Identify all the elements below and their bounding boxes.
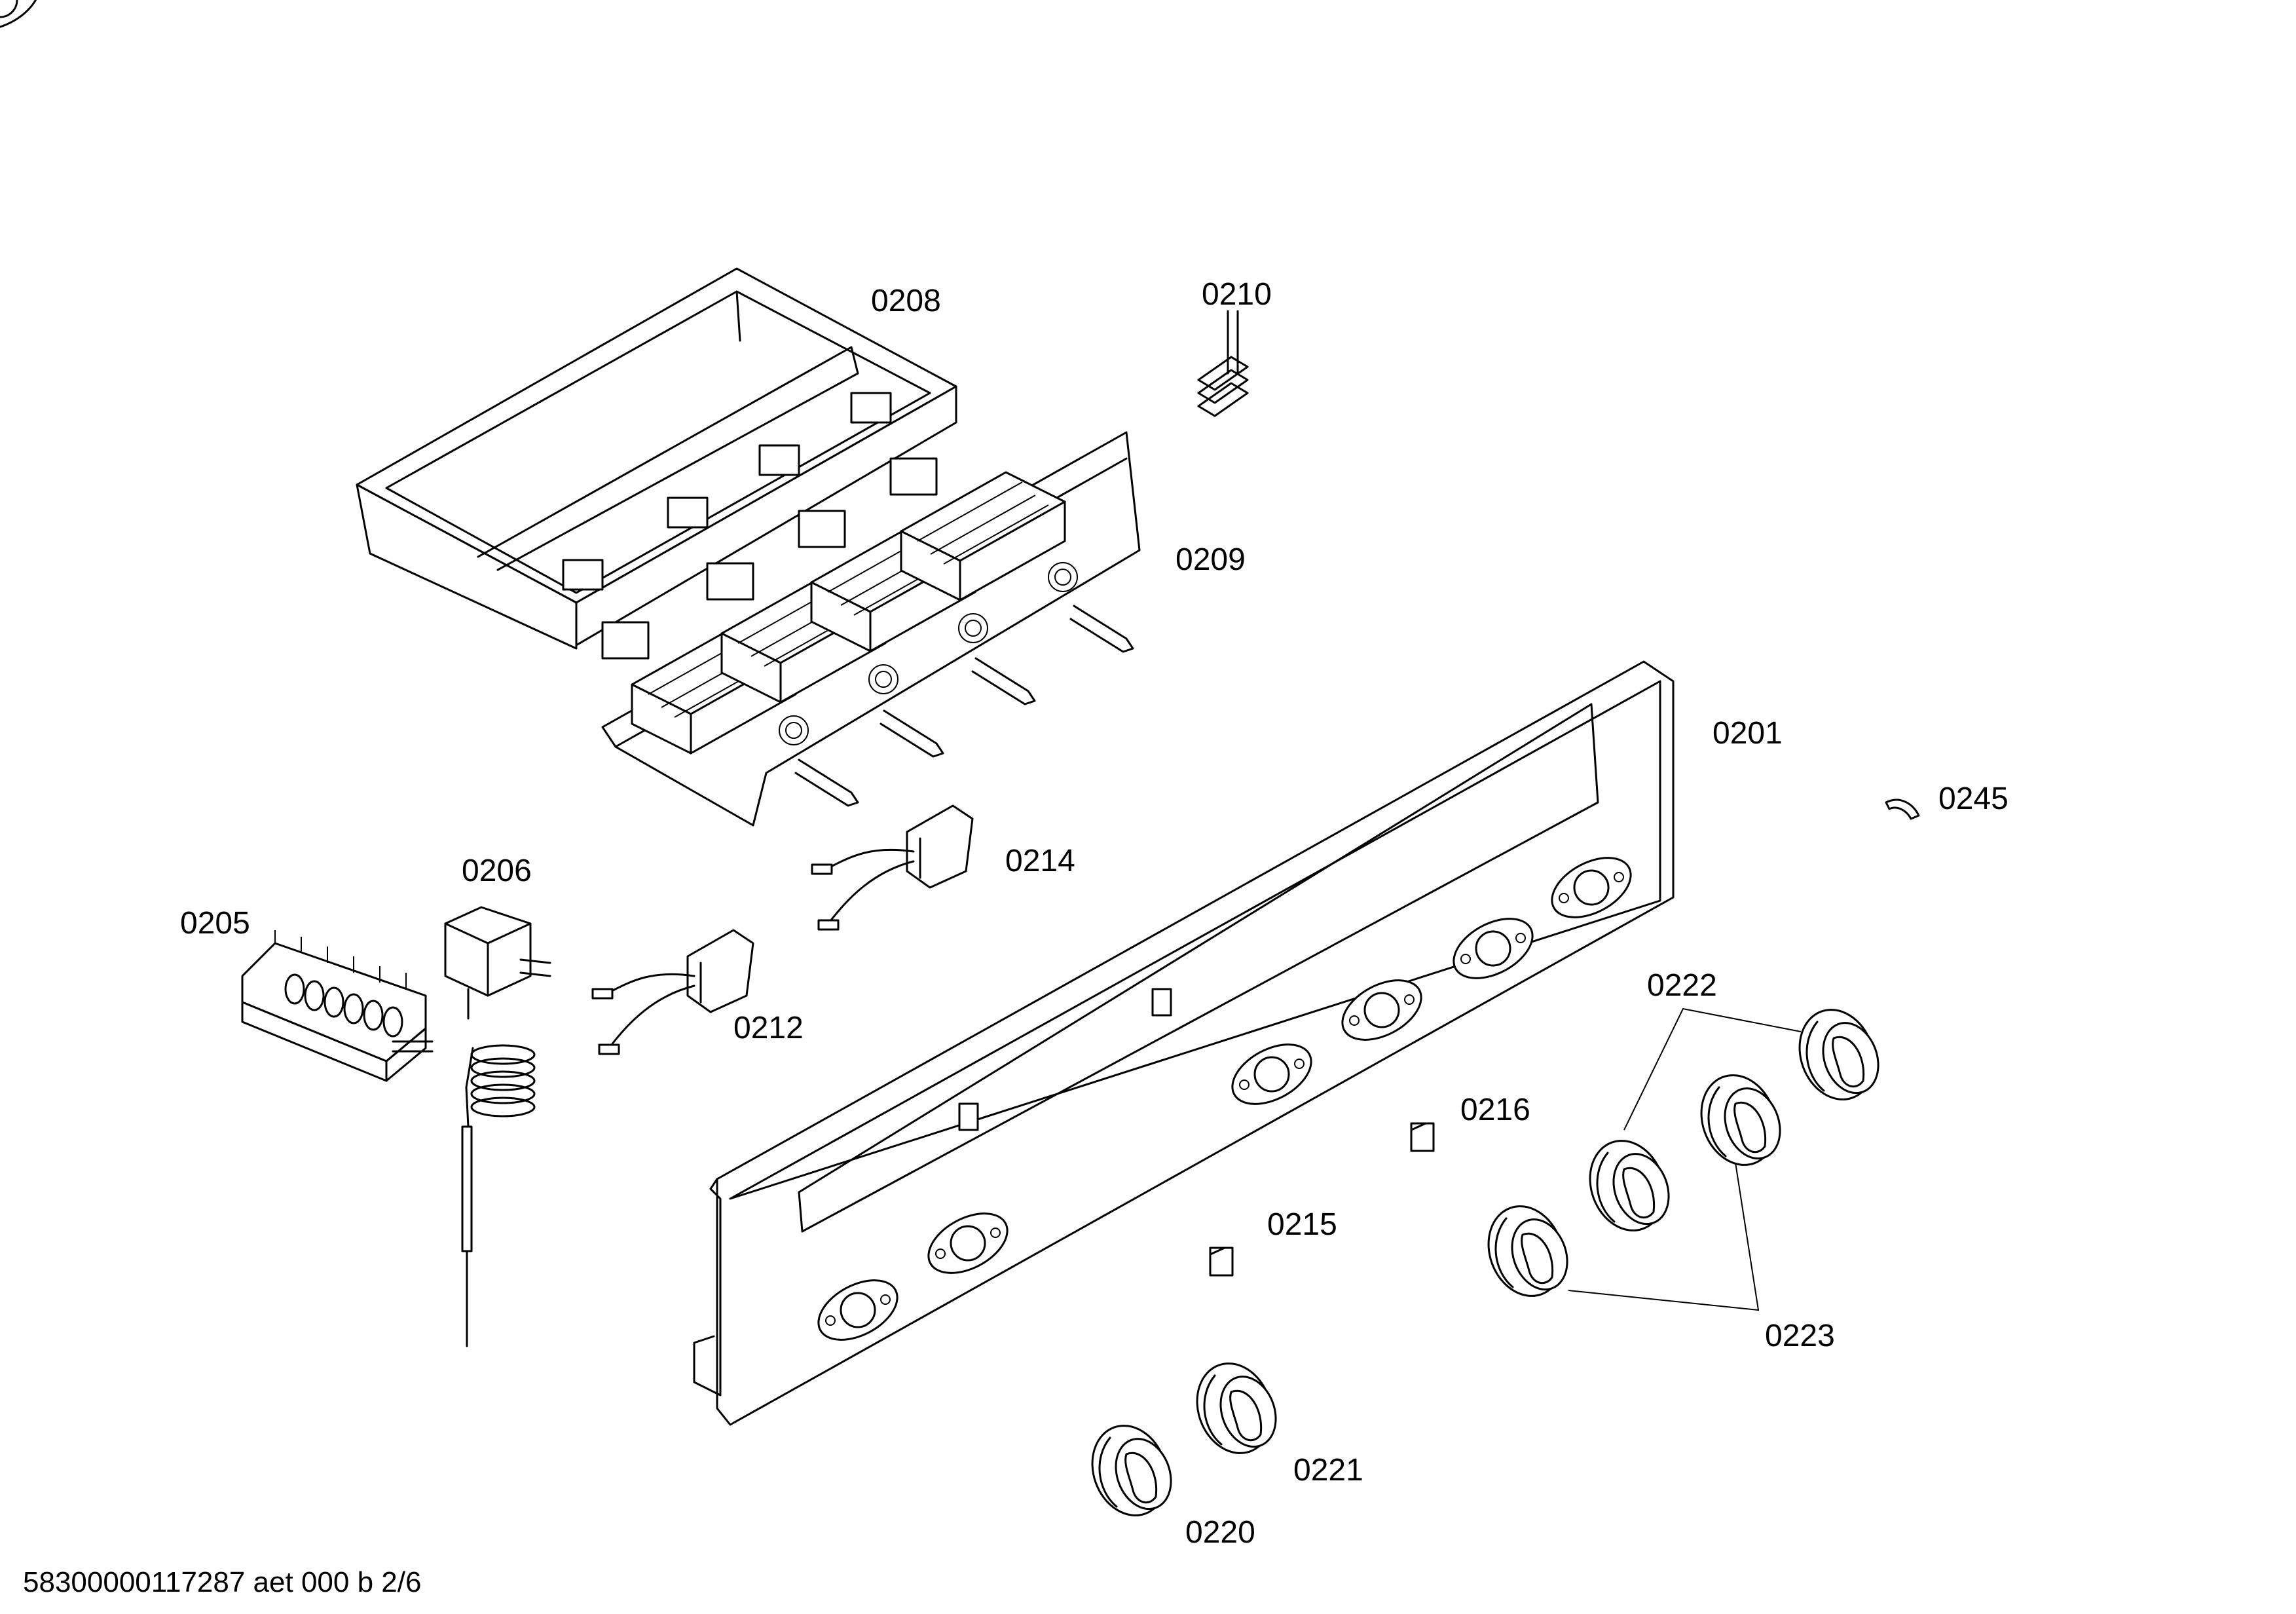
knob-0220 bbox=[1079, 1414, 1181, 1528]
part-0210-bracket bbox=[1197, 310, 1249, 417]
label-0221: 0221 bbox=[1293, 1453, 1363, 1488]
part-0209-valve-rail bbox=[601, 431, 1141, 827]
leader-lines bbox=[1568, 1007, 1802, 1311]
label-0201: 0201 bbox=[1713, 716, 1783, 751]
label-0209: 0209 bbox=[1176, 542, 1246, 577]
label-0205: 0205 bbox=[180, 906, 250, 941]
label-0220: 0220 bbox=[1185, 1515, 1255, 1550]
knob-0223-b bbox=[1688, 1063, 1790, 1177]
drawing-number: 58300000117287 aet 000 b 2/6 bbox=[23, 1566, 421, 1598]
part-0216-clip bbox=[1410, 1122, 1435, 1152]
knob-0222-a bbox=[1576, 1129, 1679, 1243]
knob-0223-a bbox=[1475, 1194, 1578, 1308]
label-0222: 0222 bbox=[1647, 968, 1717, 1003]
part-0201-control-panel bbox=[0, 0, 1675, 1426]
label-0210: 0210 bbox=[1202, 277, 1272, 312]
label-0208: 0208 bbox=[871, 284, 941, 318]
part-0208-tray bbox=[356, 267, 957, 660]
label-0216: 0216 bbox=[1460, 1093, 1530, 1127]
label-0214: 0214 bbox=[1005, 844, 1075, 878]
knob-0221 bbox=[1183, 1351, 1286, 1465]
label-0223: 0223 bbox=[1765, 1319, 1835, 1353]
label-0215: 0215 bbox=[1267, 1207, 1337, 1242]
label-0245: 0245 bbox=[1938, 781, 2009, 816]
label-0206: 0206 bbox=[462, 854, 532, 888]
part-0215-clip bbox=[1209, 1247, 1234, 1277]
knob-0222-b bbox=[1786, 998, 1889, 1112]
part-0205-selector-switch bbox=[241, 930, 434, 1082]
part-0212-ignition-switch bbox=[591, 929, 754, 1055]
label-0212: 0212 bbox=[733, 1011, 804, 1045]
part-0214-ignition-switch bbox=[811, 804, 974, 931]
part-0245-clip bbox=[1885, 798, 1920, 820]
part-0206-thermostat bbox=[444, 906, 551, 1347]
